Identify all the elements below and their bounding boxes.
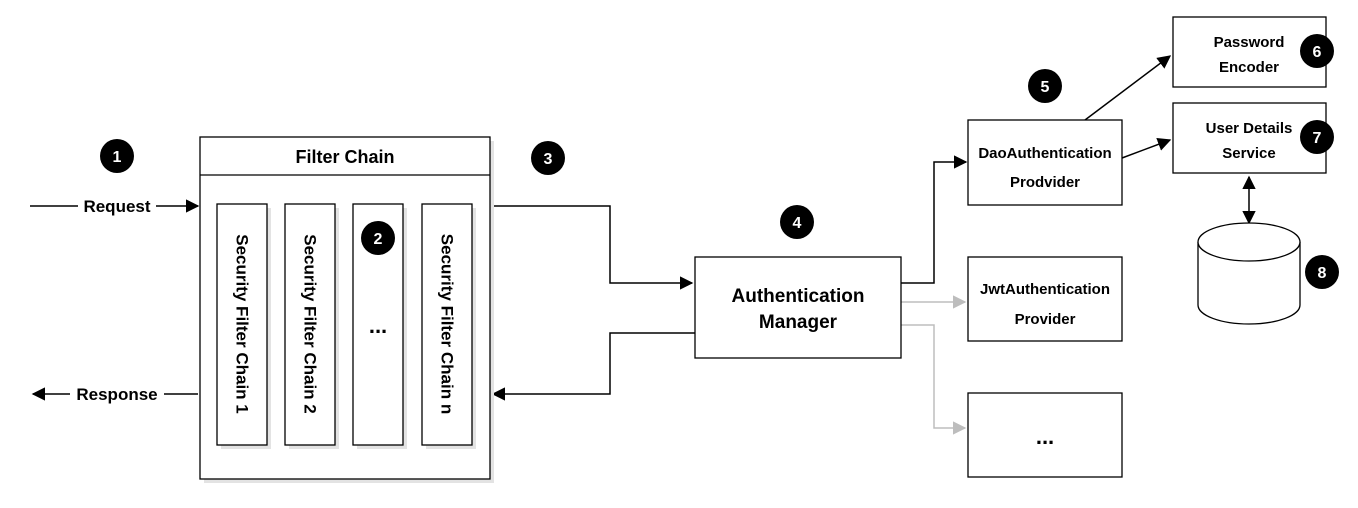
manager-to-other-provider-arrow bbox=[901, 324, 967, 435]
step-badge-1: 1 bbox=[100, 139, 134, 173]
svg-text:3: 3 bbox=[544, 151, 553, 168]
jwt-authentication-provider-box: JwtAuthentication Provider bbox=[967, 256, 1123, 342]
password-encoder-box: Password Encoder bbox=[1172, 16, 1327, 88]
user-details-label-line2: Service bbox=[1222, 145, 1275, 162]
step-badge-2: 2 bbox=[361, 221, 395, 255]
step-badge-3: 3 bbox=[531, 141, 565, 175]
manager-to-filter-chain-arrow bbox=[491, 332, 695, 401]
jwt-provider-label-line1: JwtAuthentication bbox=[980, 281, 1110, 298]
svg-text:5: 5 bbox=[1041, 79, 1050, 96]
dao-to-user-details-arrow bbox=[1121, 137, 1172, 159]
authentication-manager-label-line1: Authentication bbox=[732, 286, 865, 307]
other-provider-label: ... bbox=[1036, 424, 1054, 449]
request-label: Request bbox=[83, 197, 150, 216]
step-badge-5: 5 bbox=[1028, 69, 1062, 103]
security-filter-chain-2-label: Security Filter Chain 2 bbox=[301, 234, 320, 414]
security-filter-chain-n-label: Security Filter Chain n bbox=[438, 234, 457, 414]
database-cylinder-icon bbox=[1197, 222, 1301, 325]
other-provider-box: ... bbox=[967, 392, 1123, 478]
security-filter-chain-ellipsis-label: ... bbox=[369, 313, 387, 338]
password-encoder-label-line1: Password bbox=[1214, 34, 1285, 51]
step-badge-8: 8 bbox=[1305, 255, 1339, 289]
password-encoder-label-line2: Encoder bbox=[1219, 59, 1279, 76]
request-label-bg bbox=[78, 196, 156, 216]
jwt-provider-label-line2: Provider bbox=[1015, 311, 1076, 328]
user-details-label-line1: User Details bbox=[1206, 120, 1293, 137]
response-label-bg bbox=[70, 384, 164, 404]
dao-to-password-encoder-arrow bbox=[1084, 55, 1172, 121]
step-badge-7: 7 bbox=[1300, 120, 1334, 154]
security-filter-chain-n: Security Filter Chain n bbox=[421, 203, 476, 449]
filter-chain-to-manager-arrow bbox=[491, 205, 694, 290]
svg-text:2: 2 bbox=[374, 231, 383, 248]
security-filter-chain-1: Security Filter Chain 1 bbox=[216, 203, 271, 449]
svg-text:6: 6 bbox=[1313, 44, 1322, 61]
dao-authentication-provider-box: DaoAuthentication Prodvider bbox=[967, 119, 1123, 206]
svg-text:1: 1 bbox=[113, 149, 122, 166]
dao-provider-label-line1: DaoAuthentication bbox=[978, 145, 1111, 162]
svg-text:4: 4 bbox=[793, 215, 802, 232]
security-filter-chain-1-label: Security Filter Chain 1 bbox=[233, 234, 252, 414]
response-label: Response bbox=[76, 385, 157, 404]
dao-provider-label-line2: Prodvider bbox=[1010, 174, 1080, 191]
security-filter-chain-2: Security Filter Chain 2 bbox=[284, 203, 339, 449]
step-badge-4: 4 bbox=[780, 205, 814, 239]
manager-to-dao-provider-arrow bbox=[901, 155, 968, 284]
svg-text:7: 7 bbox=[1313, 130, 1322, 147]
step-badge-6: 6 bbox=[1300, 34, 1334, 68]
filter-chain-title: Filter Chain bbox=[295, 147, 394, 167]
svg-text:8: 8 bbox=[1318, 265, 1327, 282]
authentication-manager-label-line2: Manager bbox=[759, 312, 838, 333]
authentication-manager-box: Authentication Manager bbox=[694, 256, 902, 359]
